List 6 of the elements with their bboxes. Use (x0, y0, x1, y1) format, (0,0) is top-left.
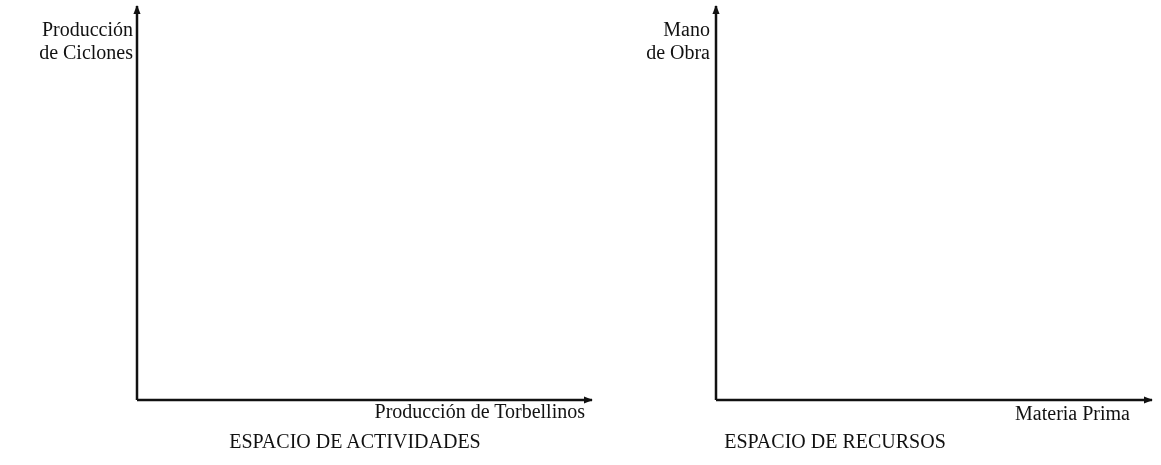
chart-title: ESPACIO DE ACTIVIDADES (229, 430, 481, 452)
chart-title: ESPACIO DE RECURSOS (724, 430, 946, 452)
axis-label: Mano de Obra (645, 18, 710, 64)
axis-label: Materia Prima (1015, 402, 1130, 424)
axis-label: Producción de Torbellinos (374, 400, 585, 422)
axis-label: Producción de Ciclones (38, 18, 133, 64)
